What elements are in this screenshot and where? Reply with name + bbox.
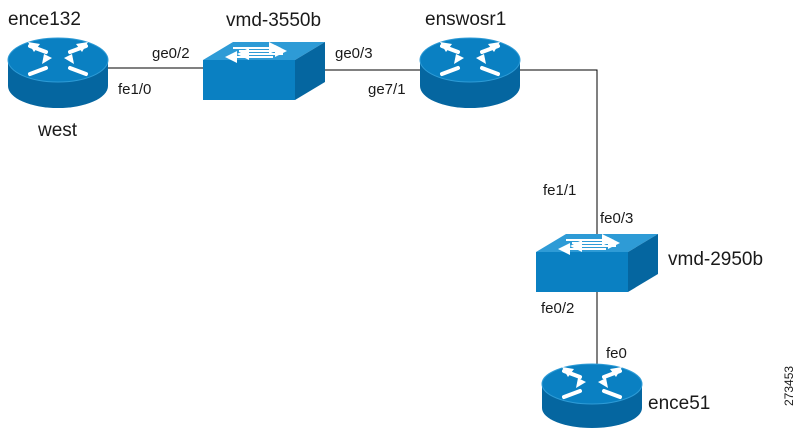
port-label-enswosr1-ge7-1: ge7/1 bbox=[368, 81, 406, 98]
device-label-vmd3550b: vmd-3550b bbox=[226, 10, 321, 31]
port-label-vmd2950b-fe0-3: fe0/3 bbox=[600, 210, 633, 227]
port-label-vmd3550b-ge0-2: ge0/2 bbox=[152, 45, 190, 62]
port-label-vmd2950b-fe0-2: fe0/2 bbox=[541, 300, 574, 317]
device-label-ence132: ence132 bbox=[8, 9, 81, 30]
device-label-enswosr1: enswosr1 bbox=[425, 9, 506, 30]
router-ence51[interactable] bbox=[541, 363, 643, 428]
port-label-ence132-fe1-0: fe1/0 bbox=[118, 81, 151, 98]
router-enswosr1[interactable] bbox=[419, 37, 521, 108]
link-enswosr1-vmd2950b bbox=[518, 69, 598, 238]
port-label-enswosr1-fe1-1: fe1/1 bbox=[543, 182, 576, 199]
port-label-ence51-fe0: fe0 bbox=[606, 345, 627, 362]
figure-id: 273453 bbox=[782, 366, 796, 406]
router-ence132[interactable] bbox=[7, 37, 109, 108]
device-label-vmd2950b: vmd-2950b bbox=[668, 249, 763, 270]
links bbox=[105, 67, 598, 370]
switch-vmd3550b[interactable] bbox=[203, 42, 325, 100]
port-label-vmd3550b-ge0-3: ge0/3 bbox=[335, 45, 373, 62]
device-label-ence51: ence51 bbox=[648, 393, 710, 414]
location-label-west: west bbox=[37, 120, 78, 141]
switch-vmd2950b[interactable] bbox=[536, 234, 658, 292]
